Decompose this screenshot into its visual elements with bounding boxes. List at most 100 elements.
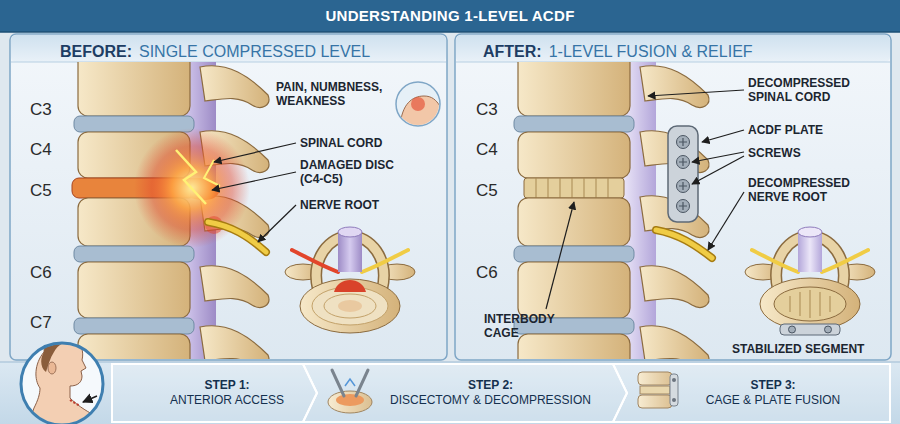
posterior-element [200, 66, 269, 108]
intervertebral-disc [74, 318, 194, 334]
posterior-element [640, 66, 709, 108]
nerve-root-drawing [208, 222, 266, 252]
vertebra-level-label: C6 [30, 263, 62, 283]
callout-label: SPINAL CORD [300, 136, 430, 150]
leader-line [702, 130, 744, 142]
title-band [0, 0, 900, 32]
vertebral-body [518, 62, 630, 116]
panel-header: AFTER: 1-LEVEL FUSION & RELIEF [483, 42, 753, 62]
step-title: CAGE & PLATE FUSION [706, 393, 840, 408]
before-spine-illustration [72, 62, 269, 359]
title-text: UNDERSTANDING 1-LEVEL ACDF [0, 7, 900, 25]
nerve-root-drawing [752, 250, 798, 272]
vertebral-body-axial [760, 278, 860, 330]
leader-line [708, 192, 744, 250]
disc-nucleus [338, 300, 362, 312]
vertebra-level-label: C4 [476, 140, 508, 160]
callout-label: PAIN, NUMBNESS, WEAKNESS [276, 80, 388, 108]
step-title: ANTERIOR ACCESS [170, 393, 284, 408]
spinal-cord-top [338, 227, 362, 237]
disc-herniation [334, 280, 366, 292]
vertebral-body [78, 62, 190, 116]
callout-label: NERVE ROOT [300, 198, 420, 212]
nerve-root-drawing [208, 222, 266, 252]
leader-line [648, 90, 744, 96]
hair [41, 336, 72, 372]
screw-slot [679, 138, 687, 210]
before-axial-view [285, 227, 415, 333]
vertebral-body [78, 334, 190, 359]
panel-header-rule [11, 62, 446, 63]
vertebral-body [78, 262, 190, 318]
step-text: STEP 2:DISCECTOMY & DECOMPRESSION [388, 364, 593, 422]
spinal-cord-drawing [798, 232, 822, 272]
vertebral-body [518, 334, 630, 359]
step-number: STEP 1: [204, 378, 249, 393]
chevron-shape [303, 364, 627, 422]
screw-head [789, 326, 796, 333]
title-band-edge [0, 31, 900, 33]
callout-label: DAMAGED DISC (C4-C5) [300, 158, 410, 186]
step-number: STEP 2: [468, 378, 513, 393]
step-bar-edge [0, 362, 900, 363]
pain-spark [176, 150, 206, 204]
shoulder-drawing [400, 96, 440, 126]
panel-ground [455, 34, 891, 360]
vertebra-level-label: C5 [476, 181, 508, 201]
step-chevron: STEP 1:ANTERIOR ACCESS [112, 364, 317, 422]
cage-mesh [790, 290, 830, 318]
leader-line [214, 143, 296, 162]
panel-subheading: 1-LEVEL FUSION & RELIEF [549, 42, 753, 62]
interbody-cage-drawing [524, 178, 624, 198]
vertebra-level-label: C3 [30, 100, 62, 120]
pain-spot [411, 97, 425, 111]
vertebra-level-label: C6 [476, 263, 508, 283]
head-icon [26, 336, 100, 424]
step-bar [0, 362, 900, 424]
leader-line [258, 205, 296, 242]
acdf-plate-drawing [668, 126, 698, 222]
step-title: DISCECTOMY & DECOMPRESSION [390, 393, 591, 408]
vertebral-body [518, 132, 630, 178]
nerve-root-drawing [656, 230, 712, 258]
vertebral-body [518, 198, 630, 246]
after-axial-view [745, 227, 875, 335]
cage-mesh [536, 178, 608, 198]
leader-line [692, 156, 744, 184]
panel-heading: AFTER: [483, 42, 542, 62]
nerve-root-drawing [292, 250, 338, 272]
callout-label: DECOMPRESSED SPINAL CORD [748, 76, 883, 104]
screw-head [825, 326, 832, 333]
vertebral-body [518, 262, 630, 318]
intervertebral-disc [514, 246, 634, 262]
panel-subheading: SINGLE COMPRESSED LEVEL [139, 42, 370, 62]
posterior-element [200, 266, 269, 308]
vertebra-level-label: C5 [30, 181, 62, 201]
leader-line [546, 202, 574, 309]
head-icon-ring [21, 343, 103, 424]
panel-ground [10, 34, 447, 360]
chevron-shape [613, 364, 890, 422]
panel-header: BEFORE:SINGLE COMPRESSED LEVEL [60, 42, 370, 62]
panel-header-strip [456, 35, 890, 62]
nerve-root-drawing [656, 230, 712, 258]
intervertebral-disc [74, 116, 194, 132]
panel-header-strip [11, 35, 446, 62]
step-chevron: STEP 3:CAGE & PLATE FUSION [613, 364, 890, 422]
callout-label: SCREWS [748, 146, 878, 160]
vertebra-level-label: C4 [30, 140, 62, 160]
step-text: STEP 3:CAGE & PLATE FUSION [688, 364, 858, 422]
callout-label: INTERBODY CAGE [484, 312, 574, 340]
nerve-root-drawing [822, 250, 868, 272]
callout-label: ACDF PLATE [748, 123, 878, 137]
access-arrow [83, 396, 97, 402]
vertebra-level-label: C7 [30, 313, 62, 333]
disc-ring [324, 294, 376, 318]
posterior-element [640, 326, 709, 359]
step-number: STEP 3: [750, 378, 795, 393]
nerve-root-drawing [362, 250, 408, 272]
callout-label: STABILIZED SEGMENT [732, 342, 882, 356]
